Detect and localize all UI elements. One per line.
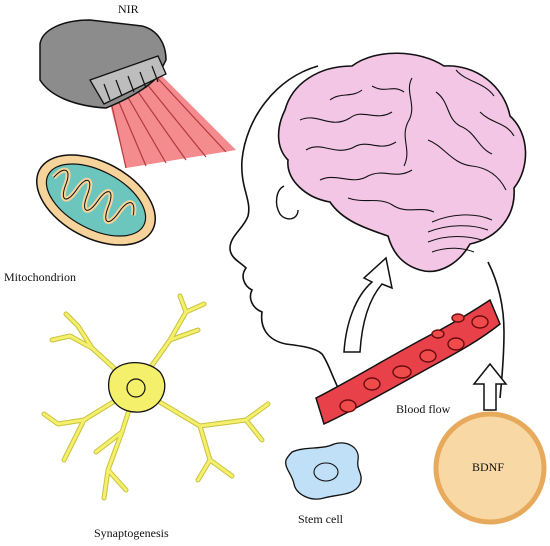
head-profile bbox=[229, 65, 341, 393]
neuron bbox=[41, 293, 271, 501]
flow-arrow bbox=[343, 256, 394, 353]
red-blood-cells bbox=[339, 313, 489, 413]
ear-outline bbox=[275, 185, 299, 220]
stem-cell-nucleus bbox=[313, 462, 339, 482]
red-blood-cell bbox=[471, 315, 489, 329]
mitochondrion bbox=[35, 154, 157, 246]
red-blood-cell bbox=[431, 329, 445, 339]
red-blood-cell bbox=[419, 349, 437, 363]
nir-device bbox=[39, 19, 236, 169]
device-emitter-slots bbox=[103, 65, 159, 101]
label-stem-cell: Stem cell bbox=[298, 512, 343, 526]
laser-rays bbox=[111, 69, 227, 169]
neuron-nucleus bbox=[126, 378, 146, 398]
red-blood-cell bbox=[339, 399, 357, 413]
label-nir: NIR bbox=[118, 2, 139, 16]
red-blood-cell bbox=[392, 365, 412, 379]
device-head bbox=[89, 55, 167, 105]
bdnf-circle bbox=[433, 411, 547, 525]
red-blood-cell bbox=[363, 377, 381, 391]
label-blood-flow: Blood flow bbox=[396, 402, 451, 416]
label-synaptogenesis: Synaptogenesis bbox=[94, 526, 169, 540]
red-blood-cell bbox=[451, 313, 465, 323]
brain-folds bbox=[299, 69, 515, 213]
stem-cell bbox=[285, 442, 362, 500]
red-blood-cell bbox=[447, 337, 465, 351]
brain-shape bbox=[277, 52, 527, 273]
cerebellum-lines bbox=[427, 214, 493, 253]
label-bdnf: BDNF bbox=[472, 460, 505, 474]
label-mitochondrion: Mitochondrion bbox=[4, 270, 76, 284]
bdnf-arrow bbox=[472, 362, 508, 411]
blood-vessel bbox=[315, 298, 501, 426]
laser-beam bbox=[110, 68, 236, 168]
